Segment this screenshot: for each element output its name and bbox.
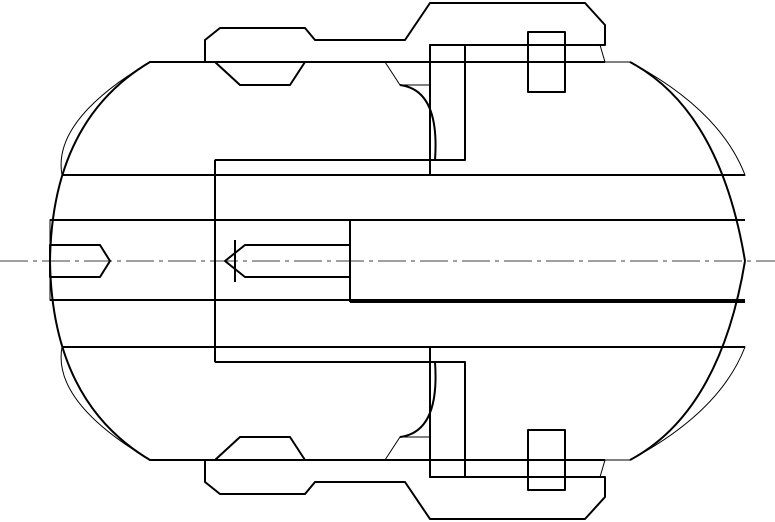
pin-drill-hole xyxy=(49,244,111,278)
center-pin xyxy=(49,219,216,301)
